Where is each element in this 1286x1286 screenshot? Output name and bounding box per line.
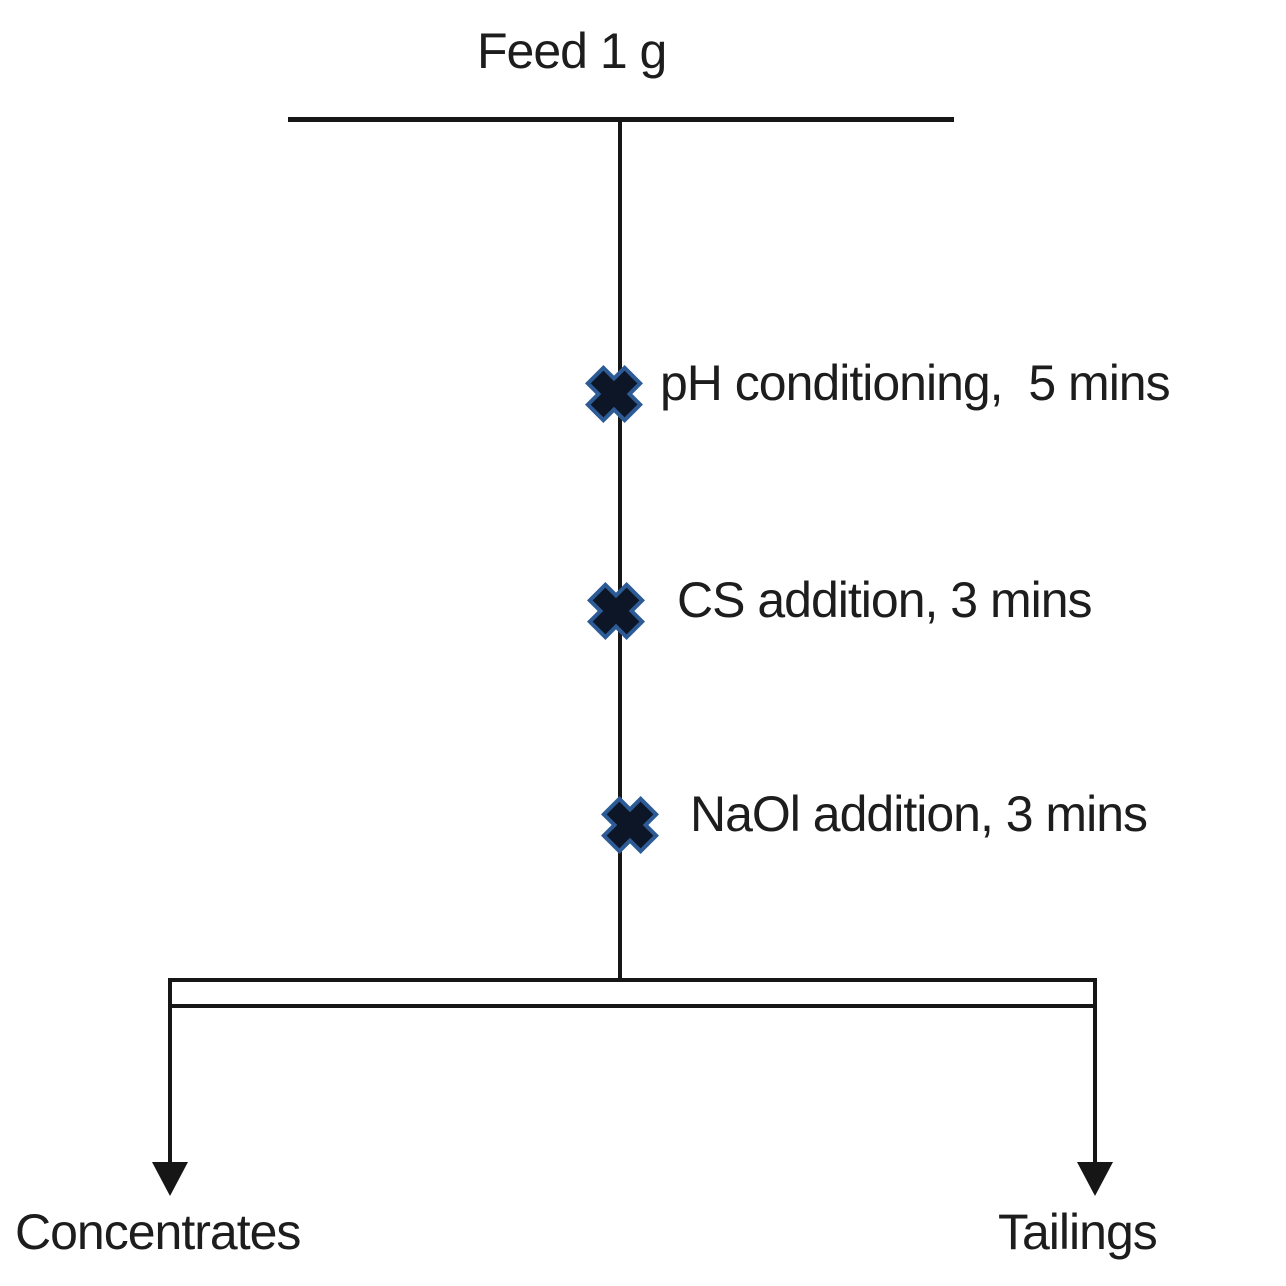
x-marker-icon (587, 582, 645, 640)
x-marker-icon (585, 365, 643, 423)
tailings-branch-line (1093, 1008, 1097, 1163)
main-flow-line (618, 117, 622, 984)
splitter-bar (168, 978, 1097, 1008)
step-label-ph-conditioning: pH conditioning, 5 mins (660, 355, 1171, 411)
x-marker-icon (601, 796, 659, 854)
concentrates-branch-line (168, 1008, 172, 1163)
down-arrow-icon (152, 1162, 188, 1196)
step-label-cs-addition: CS addition, 3 mins (677, 572, 1093, 628)
feed-label: Feed 1 g (477, 23, 667, 79)
down-arrow-icon (1077, 1162, 1113, 1196)
concentrates-label: Concentrates (15, 1204, 301, 1260)
tailings-label: Tailings (998, 1204, 1158, 1260)
step-label-naol-addition: NaOl addition, 3 mins (690, 786, 1148, 842)
